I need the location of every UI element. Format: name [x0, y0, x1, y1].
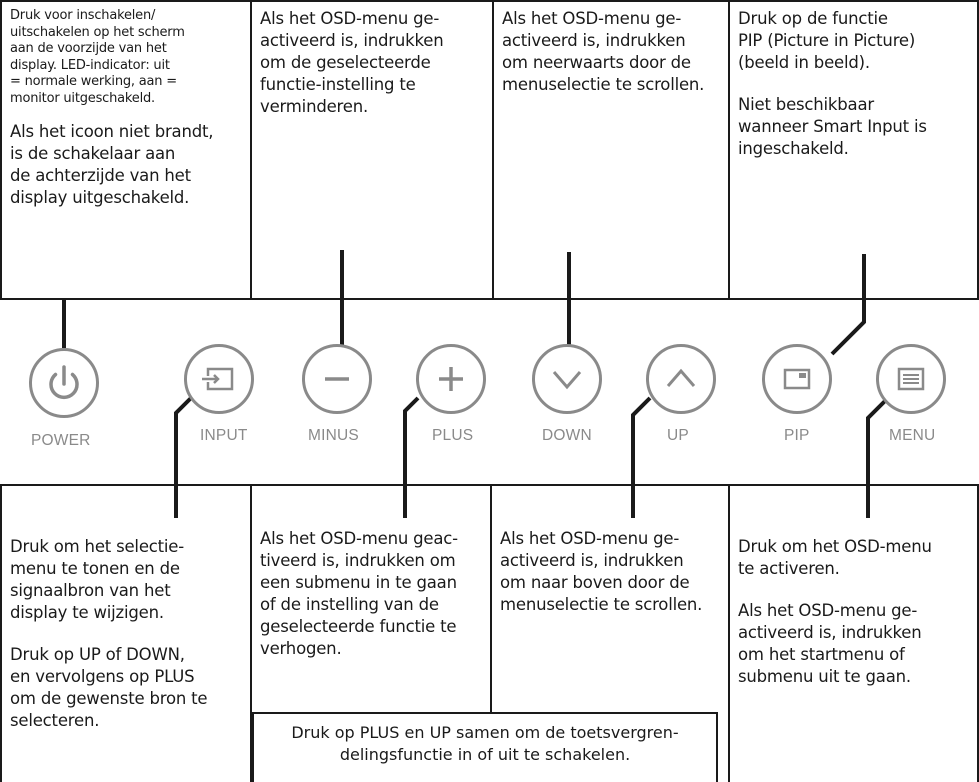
up-button[interactable] [646, 344, 716, 414]
power-label: POWER [31, 432, 91, 449]
minus-button[interactable] [302, 344, 372, 414]
input-description-box: Druk om het selectie- menu te tonen en d… [0, 484, 252, 782]
key-lock-note: Druk op PLUS en UP samen om de toetsverg… [252, 712, 718, 782]
menu-icon [897, 367, 925, 391]
menu-description-note: Als het OSD-menu ge- activeerd is, indru… [738, 601, 922, 686]
pip-description-box: Druk op de functie PIP (Picture in Pictu… [728, 0, 979, 300]
input-button[interactable] [184, 344, 254, 414]
power-description-small: Druk voor inschakelen/ uitschakelen op h… [10, 8, 185, 106]
leader-line-up [631, 396, 652, 518]
leader-line-input [174, 396, 193, 518]
menu-description-box: Druk om het OSD-menu te activeren. Als h… [728, 484, 979, 782]
input-icon [202, 367, 234, 391]
minus-icon [325, 377, 349, 381]
input-description-note: Druk op UP of DOWN, en vervolgens op PLU… [10, 645, 208, 730]
leader-line-pip [830, 254, 866, 356]
minus-label: MINUS [308, 427, 359, 444]
menu-button[interactable] [876, 344, 946, 414]
chevron-down-icon [552, 371, 582, 390]
power-button[interactable] [29, 348, 99, 418]
minus-description: Als het OSD-menu ge- activeerd is, indru… [260, 9, 444, 116]
up-label: UP [667, 427, 689, 444]
input-description: Druk om het selectie- menu te tonen en d… [10, 537, 184, 622]
plus-button[interactable] [416, 344, 486, 414]
pip-button[interactable] [762, 344, 832, 414]
plus-label: PLUS [432, 427, 474, 444]
plus-description: Als het OSD-menu geac- tiveerd is, indru… [260, 529, 458, 658]
menu-label: MENU [889, 427, 936, 444]
up-description: Als het OSD-menu ge- activeerd is, indru… [500, 529, 703, 614]
plus-icon [439, 367, 463, 391]
input-label: INPUT [200, 427, 248, 444]
pip-description-note: Niet beschikbaar wanneer Smart Input is … [738, 95, 927, 158]
menu-description: Druk om het OSD-menu te activeren. [738, 537, 932, 578]
down-button[interactable] [532, 344, 602, 414]
down-description: Als het OSD-menu ge- activeerd is, indru… [502, 9, 705, 94]
power-description-box: Druk voor inschakelen/ uitschakelen op h… [0, 0, 252, 300]
power-description: Als het icoon niet brandt, is de schakel… [10, 122, 214, 207]
pip-description: Druk op de functie PIP (Picture in Pictu… [738, 9, 916, 72]
pip-label: PIP [784, 427, 810, 444]
leader-line-menu [866, 396, 890, 518]
power-icon [49, 365, 79, 400]
minus-description-box: Als het OSD-menu ge- activeerd is, indru… [250, 0, 494, 300]
down-label: DOWN [542, 427, 592, 444]
pip-icon [783, 368, 811, 390]
leader-line-plus [403, 396, 420, 518]
chevron-up-icon [666, 368, 696, 387]
